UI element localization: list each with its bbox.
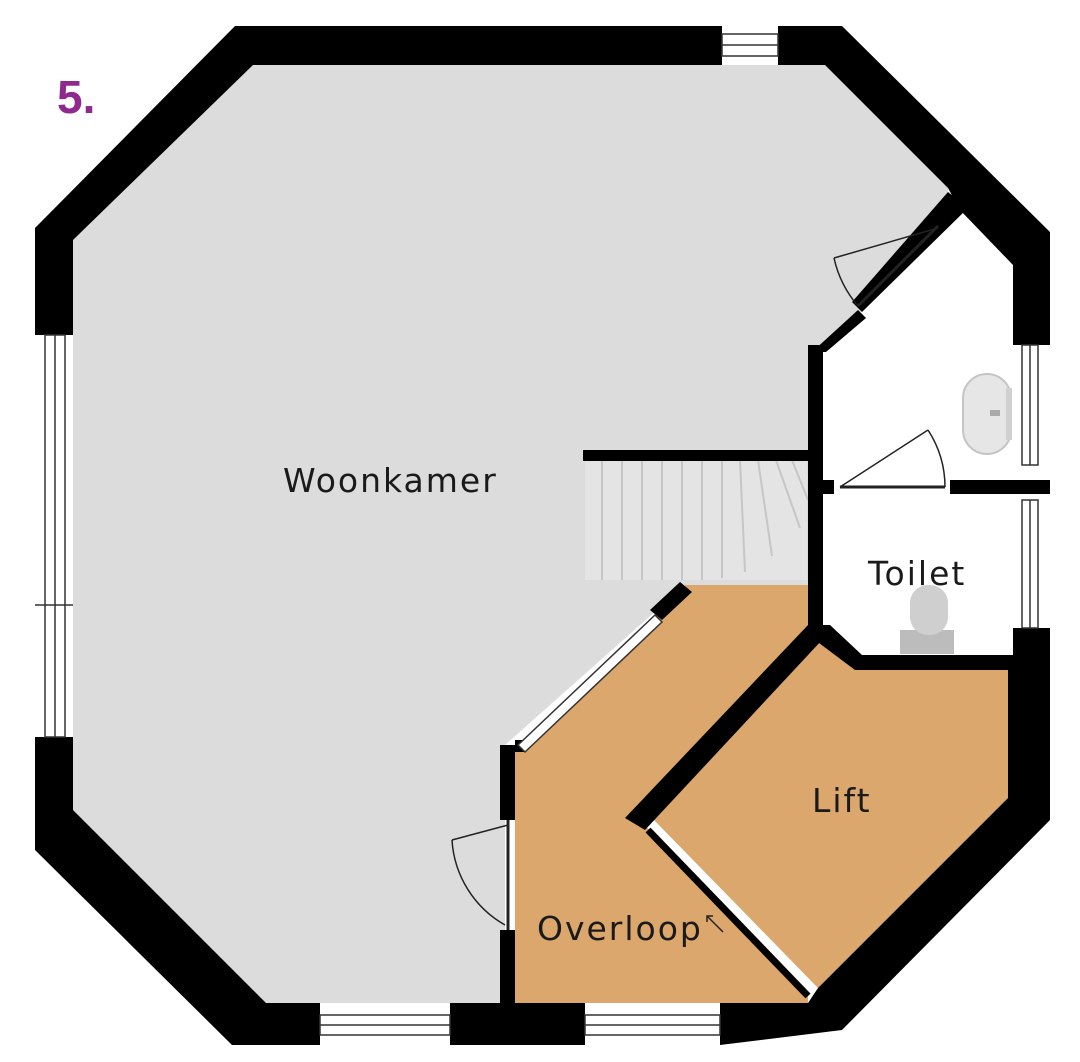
window-south-left — [319, 1014, 451, 1036]
labels: Woonkamer Toilet Lift Overloop 5. — [57, 71, 966, 948]
stairs-base — [585, 460, 807, 580]
windows — [35, 33, 1039, 1036]
window-overloop-diagonal — [516, 613, 664, 754]
toilet-door — [839, 429, 946, 489]
window-west — [35, 334, 73, 738]
lift-door — [645, 825, 813, 999]
window-south-right — [584, 1014, 721, 1036]
bath-toilet-wall-left — [822, 480, 834, 494]
bath-toilet-wall-right — [950, 480, 1050, 494]
stairs-top-rail — [583, 450, 811, 461]
stair-treads — [601, 459, 809, 580]
arrow-icon — [706, 915, 724, 933]
overloop-diagonal-stub — [650, 582, 692, 620]
overloop-west-wall — [500, 745, 515, 820]
window-top — [721, 33, 779, 57]
overloop-west-wall-lower — [500, 930, 515, 1005]
floor-number: 5. — [57, 71, 95, 123]
window-east-lower — [1021, 499, 1039, 629]
core-west-wall — [808, 345, 823, 635]
bathroom-door — [833, 224, 940, 308]
window-east-upper — [1021, 344, 1039, 466]
toilet-bottom-wall — [815, 625, 1013, 670]
lift-northwest-wall — [625, 625, 822, 830]
overloop-label: Overloop — [537, 909, 703, 948]
overloop-door — [451, 820, 510, 930]
lift-label: Lift — [812, 781, 872, 820]
exterior-wall — [35, 26, 1050, 1045]
floors — [73, 65, 1013, 1003]
staircase — [583, 450, 811, 580]
bathroom-diagonal-wall-lower — [812, 310, 866, 352]
fixtures — [706, 373, 1012, 933]
doors — [451, 224, 946, 999]
sink-icon — [962, 373, 1012, 455]
woonkamer-floor — [73, 65, 948, 1003]
walls — [35, 26, 1050, 1045]
toilet-label: Toilet — [867, 554, 966, 593]
toilet-floor — [822, 493, 1013, 655]
woonkamer-label: Woonkamer — [283, 461, 498, 500]
toilet-icon — [900, 585, 954, 654]
